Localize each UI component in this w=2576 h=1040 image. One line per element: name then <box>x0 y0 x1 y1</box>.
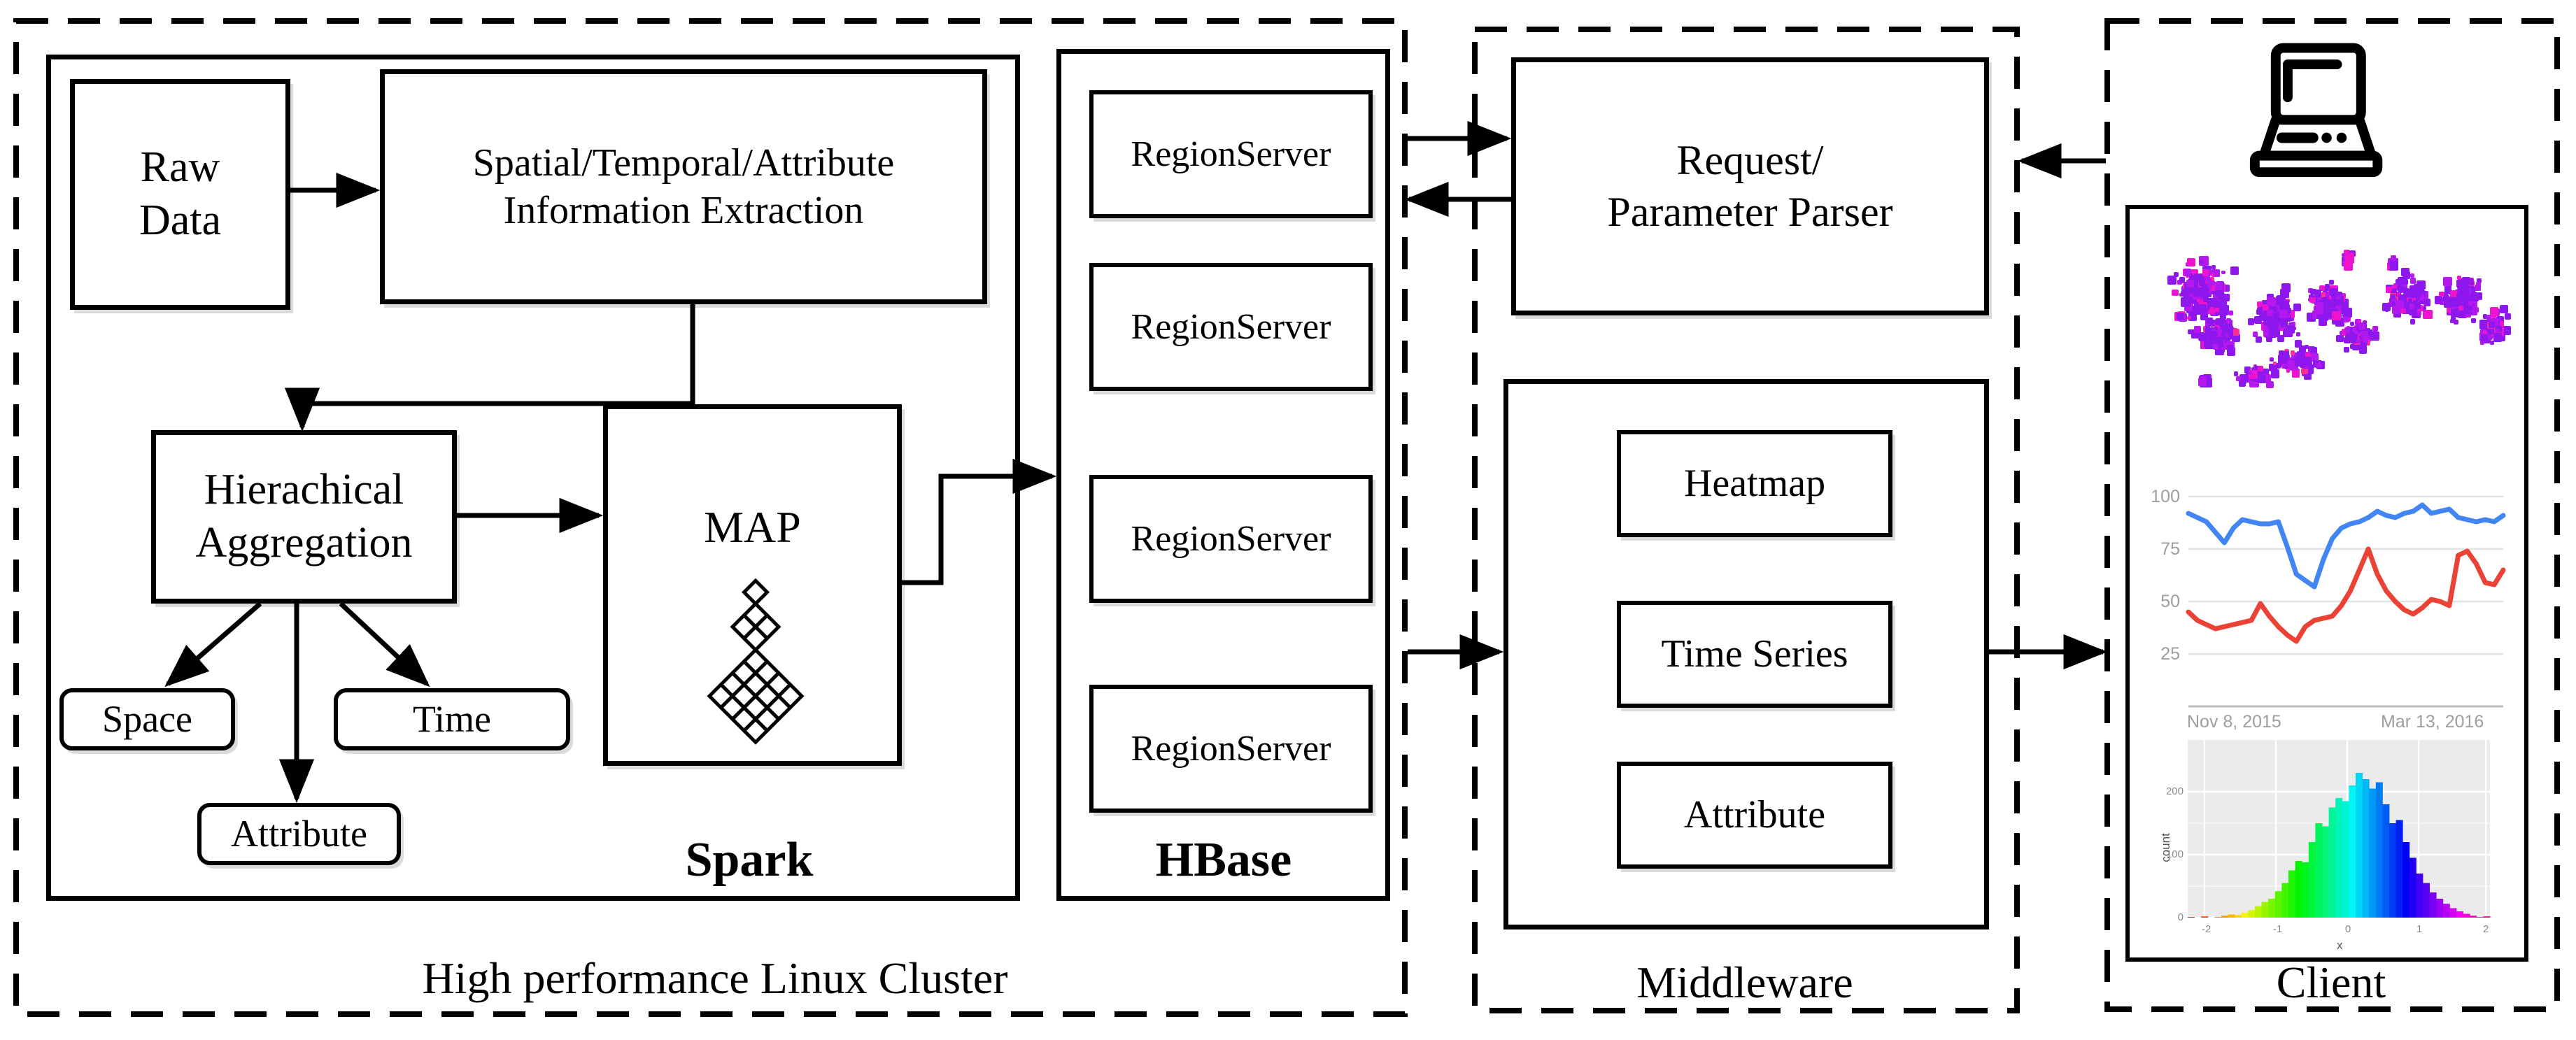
trend-ytick: 75 <box>2160 539 2180 559</box>
raw-data-label-line2: Data <box>139 197 222 244</box>
client-heatmap-thumbnail <box>2135 221 2519 397</box>
client-trend-chart: 100 75 50 25 Nov 8, 2015 Mar 13, 2016 <box>2151 487 2506 732</box>
heatmap-service-label: Heatmap <box>1683 462 1826 506</box>
hist-xtick: -1 <box>2273 923 2282 935</box>
attribute-label: Attribute <box>231 812 367 855</box>
information-extraction-box: Spatial/Temporal/Attribute Information E… <box>380 69 987 304</box>
aggregation-label-line1: Hierachical <box>204 466 404 514</box>
parser-label-line2: Parameter Parser <box>1607 188 1893 235</box>
trend-xtick-end: Mar 13, 2016 <box>2381 712 2484 732</box>
region-server-label: RegionServer <box>1131 518 1331 559</box>
region-server-label: RegionServer <box>1131 728 1331 769</box>
middleware-label: Middleware <box>1636 957 1853 1007</box>
series-blue <box>2186 502 2506 590</box>
middleware-dashed-border <box>1472 27 2020 1013</box>
arrow-aggregation-to-time <box>339 601 430 688</box>
trend-ytick: 100 <box>2151 487 2180 506</box>
extraction-label-line2: Information Extraction <box>503 189 864 232</box>
linux-cluster-label: High performance Linux Cluster <box>422 953 1008 1003</box>
raw-data-label-line1: Raw <box>140 143 220 192</box>
time-label: Time <box>412 697 492 740</box>
arrow-map-to-hbase <box>902 458 1057 585</box>
trend-ytick: 25 <box>2160 644 2180 664</box>
laptop-icon <box>2249 43 2383 178</box>
region-server-box: RegionServer <box>1089 90 1373 218</box>
hbase-label: HBase <box>1155 833 1292 887</box>
client-dashed-border <box>2104 18 2560 1012</box>
client-label: Client <box>2276 957 2386 1007</box>
spark-label: Spark <box>685 833 814 887</box>
attribute-box: Attribute <box>197 803 401 865</box>
trend-xtick-start: Nov 8, 2015 <box>2187 712 2281 732</box>
heatmap-service-box: Heatmap <box>1617 430 1892 537</box>
hist-xtick: 1 <box>2416 923 2422 935</box>
series-red <box>2186 546 2506 644</box>
map-box: MAP <box>603 404 902 766</box>
hist-ytick: 0 <box>2178 911 2184 923</box>
raw-data-box: Raw Data <box>70 79 290 310</box>
hist-xlabel: x <box>2337 939 2343 952</box>
space-box: Space <box>59 688 235 750</box>
parser-label-line1: Request/ <box>1676 137 1824 184</box>
hist-xtick: -2 <box>2202 923 2211 935</box>
hbase-container-box <box>1056 49 1390 901</box>
extraction-label-line1: Spatial/Temporal/Attribute <box>472 141 895 185</box>
map-tile-pyramid-icon <box>707 578 805 745</box>
trend-ytick: 50 <box>2160 592 2180 611</box>
region-server-box: RegionServer <box>1089 685 1373 813</box>
histogram-bars <box>2188 773 2491 918</box>
space-label: Space <box>102 697 192 740</box>
time-series-service-box: Time Series <box>1617 601 1892 708</box>
arrow-aggregation-to-space <box>164 601 262 688</box>
hist-ylabel: count <box>2159 833 2172 862</box>
trend-series-lines <box>2186 502 2506 644</box>
hist-ytick: 200 <box>2166 785 2184 797</box>
attribute-service-box: Attribute <box>1617 762 1892 869</box>
client-histogram-chart: 200 100 0 -2 -1 0 1 2 x count <box>2159 740 2491 952</box>
services-container-box <box>1503 379 1989 929</box>
spark-container-box <box>46 55 1020 901</box>
region-server-label: RegionServer <box>1131 306 1331 347</box>
region-server-label: RegionServer <box>1131 134 1331 174</box>
arrow-extraction-to-aggregation <box>284 304 695 432</box>
time-box: Time <box>334 688 570 750</box>
aggregation-label-line2: Aggregation <box>195 519 413 567</box>
hist-xtick: 0 <box>2345 923 2351 935</box>
hierarchical-aggregation-box: Hierachical Aggregation <box>151 430 457 604</box>
map-label: MAP <box>704 502 801 552</box>
time-series-service-label: Time Series <box>1661 632 1848 676</box>
hist-ytick: 100 <box>2166 848 2184 860</box>
linux-cluster-dashed-border <box>13 18 1408 1017</box>
client-screen-panel <box>2125 205 2528 962</box>
region-server-box: RegionServer <box>1089 263 1373 391</box>
region-server-box: RegionServer <box>1089 475 1373 603</box>
attribute-service-label: Attribute <box>1683 793 1826 837</box>
request-parameter-parser-box: Request/ Parameter Parser <box>1511 57 1989 315</box>
hist-xtick: 2 <box>2483 923 2489 935</box>
